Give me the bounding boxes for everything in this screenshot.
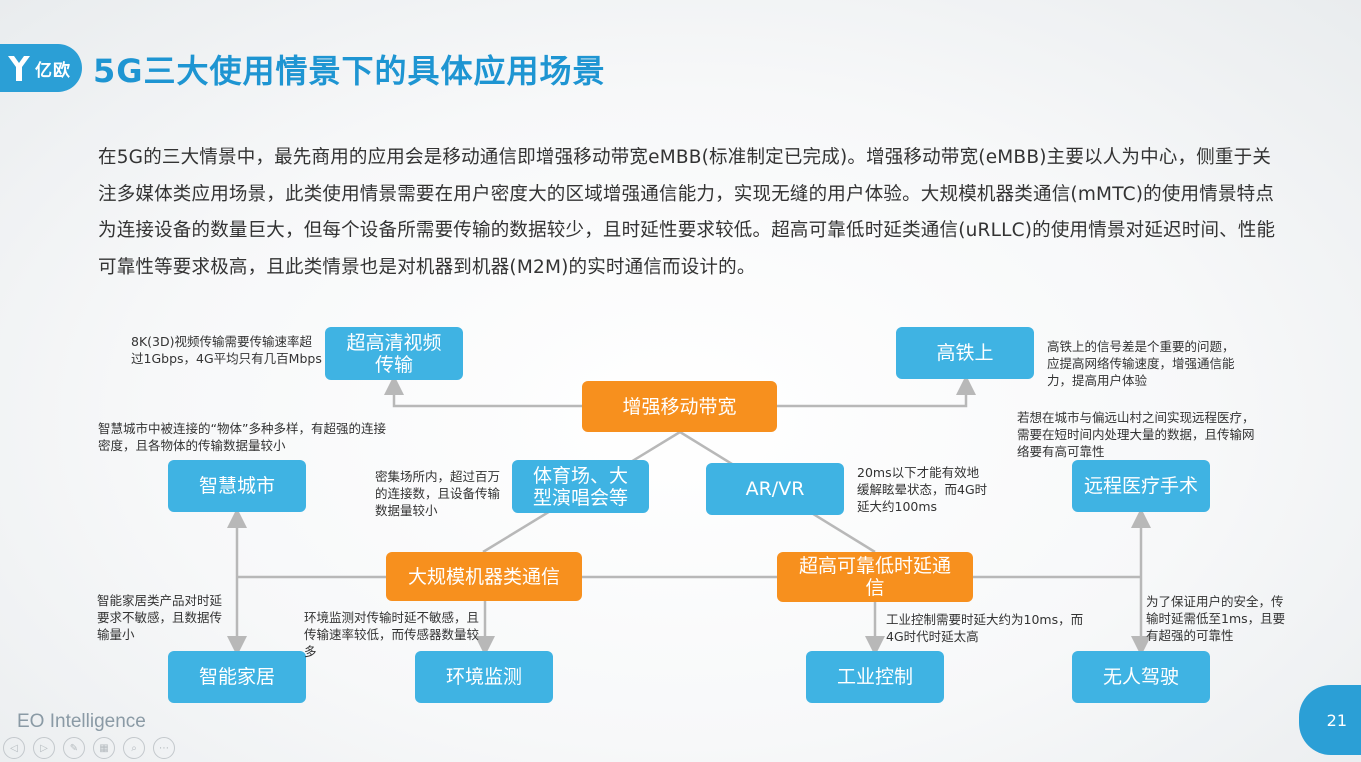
zoom-icon[interactable]: ⌕ (123, 737, 145, 759)
page-title: 5G三大使用情景下的具体应用场景 (93, 52, 606, 90)
node-remote-surgery: 远程医疗手术 (1072, 460, 1210, 512)
node-embb: 增强移动带宽 (582, 381, 777, 432)
note-env-monitor: 环境监测对传输时延不敏感，且传输速率较低，而传感器数量较多 (304, 610, 480, 659)
note-smart-home: 智能家居类产品对时延要求不敏感，且数据传输量小 (97, 593, 223, 642)
pen-icon[interactable]: ✎ (63, 737, 85, 759)
slide-controls: ◁ ▷ ✎ ▦ ⌕ ⋯ (3, 737, 175, 759)
node-mmtc: 大规模机器类通信 (386, 552, 582, 601)
more-options-icon[interactable]: ⋯ (153, 737, 175, 759)
logo-text: 亿欧 (35, 60, 71, 81)
node-high-speed-rail: 高铁上 (896, 327, 1034, 379)
next-slide-icon[interactable]: ▷ (33, 737, 55, 759)
note-remote-surgery: 若想在城市与偏远山村之间实现远程医疗，需要在短时间内处理大量的数据，且传输网络要… (1017, 410, 1255, 459)
slides-grid-icon[interactable]: ▦ (93, 737, 115, 759)
note-high-speed-rail: 高铁上的信号差是个重要的问题，应提高网络传输速度，增强通信能力，提高用户体验 (1047, 339, 1235, 388)
note-arvr: 20ms以下才能有效地缓解眩晕状态，而4G时延大约100ms (857, 465, 988, 514)
note-driverless: 为了保证用户的安全，传输时延需低至1ms，且要有超强的可靠性 (1146, 594, 1286, 643)
yiou-logo: 亿欧 (0, 44, 82, 92)
node-industrial: 工业控制 (806, 651, 944, 703)
footer-brand: EO Intelligence (17, 711, 146, 732)
node-uhd-video: 超高清视频传输 (325, 327, 463, 380)
page-number: 21 (1299, 685, 1361, 755)
intro-paragraph: 在5G的三大情景中，最先商用的应用会是移动通信即增强移动带宽eMBB(标准制定已… (98, 147, 1276, 278)
note-smart-city: 智慧城市中被连接的“物体”多种多样，有超强的连接密度，且各物体的传输数据量较小 (98, 421, 386, 453)
note-stadium: 密集场所内，超过百万的连接数，且设备传输数据量较小 (375, 469, 501, 518)
node-arvr: AR/VR (706, 463, 844, 515)
node-env-monitor: 环境监测 (415, 651, 553, 703)
node-smart-home: 智能家居 (168, 651, 306, 703)
node-driverless: 无人驾驶 (1072, 651, 1210, 703)
node-smart-city: 智慧城市 (168, 460, 306, 512)
node-stadium: 体育场、大型演唱会等 (512, 460, 649, 513)
embb-to-rail-line (777, 375, 976, 408)
note-industrial: 工业控制需要时延大约为10ms，而4G时代时延太高 (886, 612, 1084, 644)
prev-slide-icon[interactable]: ◁ (3, 737, 25, 759)
yiou-logo-icon (8, 56, 30, 81)
embb-to-uhd-line (384, 375, 583, 408)
note-uhd-video: 8K(3D)视频传输需要传输速率超过1Gbps，4G平均只有几百Mbps (131, 334, 322, 366)
node-urllc: 超高可靠低时延通信 (777, 552, 973, 602)
